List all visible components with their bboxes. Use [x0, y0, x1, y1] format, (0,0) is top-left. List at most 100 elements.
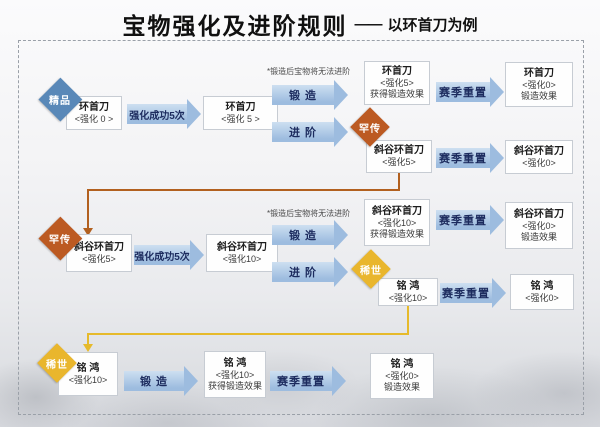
node-sub: <强化5> — [380, 78, 414, 88]
node-title: 铭 鸿 — [223, 357, 247, 369]
title-subtitle: 以环首刀为例 — [387, 16, 478, 34]
node-sub: <强化 0 > — [74, 113, 114, 124]
forge-note-row2: *锻造后宝物将无法进阶 — [267, 209, 351, 218]
node-sub: <强化0> — [385, 371, 419, 381]
arrow-forge-row2: 锻 造 — [272, 220, 348, 250]
node-title: 铭 鸿 — [530, 280, 554, 292]
node-r3-forged-reset: 铭 鸿 <强化0> 锻造效果 — [370, 353, 434, 399]
title-main: 宝物强化及进阶规则 — [122, 13, 348, 39]
arrow-advance-row1: 进 阶 — [272, 117, 348, 147]
tier-badge-epic-row3: 稀世 — [37, 343, 77, 383]
node-title: 环首刀 — [382, 66, 412, 77]
node-sub: <强化0> — [522, 79, 556, 90]
arrow-advance-row2: 进 阶 — [272, 257, 348, 287]
tier-badge-fine-row1: 精品 — [38, 77, 82, 121]
arrow-label: 赛季重置 — [270, 371, 332, 391]
node-r2-forged: 斜谷环首刀 <强化10> 获得锻造效果 — [364, 199, 430, 246]
arrowhead-icon — [190, 240, 204, 270]
arrow-forge-row1: 锻 造 — [272, 80, 348, 110]
arrow-season-reset-row1-advance: 赛季重置 — [436, 143, 504, 173]
node-title: 斜谷环首刀 — [372, 205, 422, 217]
node-title: 环首刀 — [524, 67, 554, 79]
node-sub: <强化10> — [222, 253, 262, 264]
arrow-label: 进 阶 — [272, 262, 334, 282]
node-sub: <强化 5 > — [221, 113, 260, 124]
node-title: 斜谷环首刀 — [514, 208, 564, 220]
arrow-enhance-row2: 强化成功5次 — [134, 240, 204, 270]
node-sub: <强化10> — [68, 374, 108, 385]
arrow-label: 锻 造 — [272, 85, 334, 105]
node-sub: <强化10> — [377, 217, 417, 228]
node-r1-advanced-reset: 斜谷环首刀 <强化0> — [505, 140, 573, 174]
node-sub2: 锻造效果 — [383, 382, 420, 392]
arrowhead-icon — [334, 257, 348, 287]
node-sub: <强化10> — [388, 292, 428, 303]
arrowhead-icon — [187, 99, 201, 129]
node-title: 斜谷环首刀 — [217, 241, 267, 253]
node-title: 铭 鸿 — [76, 362, 100, 374]
node-sub: <强化0> — [525, 292, 559, 303]
node-sub2: 锻造效果 — [520, 231, 557, 242]
arrow-label: 锻 造 — [124, 371, 184, 391]
forge-note-row1: *锻造后宝物将无法进阶 — [267, 67, 351, 76]
arrow-label: 强化成功5次 — [134, 245, 190, 265]
tier-badge-epic-row2: 稀世 — [351, 249, 391, 289]
node-sub: <强化0> — [522, 157, 556, 168]
node-sub2: 获得锻造效果 — [369, 89, 424, 99]
tier-badge-label: 罕传 — [359, 123, 381, 135]
node-sub: <强化5> — [382, 157, 416, 167]
arrow-enhance-row1: 强化成功5次 — [127, 99, 201, 129]
node-title: 铭 鸿 — [396, 280, 420, 292]
arrowhead-icon — [490, 205, 504, 235]
arrow-label: 赛季重置 — [436, 82, 490, 102]
node-sub: <强化5> — [82, 253, 116, 264]
node-r3-forged: 铭 鸿 <强化10> 获得锻造效果 — [204, 351, 266, 398]
arrow-label: 进 阶 — [272, 122, 334, 142]
arrowhead-icon — [490, 77, 504, 107]
node-title: 斜谷环首刀 — [374, 145, 424, 156]
arrow-label: 锻 造 — [272, 225, 334, 245]
arrow-forge-row3: 锻 造 — [124, 366, 198, 396]
node-r1-forged: 环首刀 <强化5> 获得锻造效果 — [364, 61, 430, 105]
tier-badge-label: 稀世 — [46, 359, 68, 371]
arrow-season-reset-row3: 赛季重置 — [270, 366, 346, 396]
node-r1-enhanced: 环首刀 <强化 5 > — [203, 96, 278, 130]
tier-badge-label: 罕传 — [49, 234, 71, 246]
tier-badge-rare-row2: 罕传 — [38, 216, 82, 260]
node-title: 斜谷环首刀 — [514, 145, 564, 157]
arrowhead-icon — [334, 117, 348, 147]
node-r2-enhanced: 斜谷环首刀 <强化10> — [206, 234, 278, 272]
arrowhead-icon — [332, 366, 346, 396]
tier-badge-label: 精品 — [49, 95, 71, 107]
node-sub2: 获得锻造效果 — [207, 380, 262, 391]
arrowhead-icon — [492, 278, 506, 308]
node-sub: <强化10> — [215, 369, 255, 380]
node-r1-forged-reset: 环首刀 <强化0> 锻造效果 — [505, 62, 573, 107]
node-r2-advanced-reset: 铭 鸿 <强化0> — [510, 274, 574, 310]
title-dash: —— — [354, 15, 382, 33]
node-sub2: 获得锻造效果 — [369, 228, 424, 239]
arrow-label: 赛季重置 — [440, 283, 492, 303]
node-r2-advanced: 铭 鸿 <强化10> — [378, 278, 438, 306]
arrowhead-icon — [334, 80, 348, 110]
arrow-season-reset-row2-advance: 赛季重置 — [440, 278, 506, 308]
arrow-label: 赛季重置 — [436, 210, 490, 230]
arrow-label: 强化成功5次 — [127, 104, 187, 124]
arrow-season-reset-row1-forge: 赛季重置 — [436, 77, 504, 107]
arrow-season-reset-row2-forge: 赛季重置 — [436, 205, 504, 235]
node-title: 环首刀 — [79, 101, 109, 113]
tier-badge-label: 稀世 — [360, 265, 382, 277]
node-title: 铭 鸿 — [390, 359, 414, 370]
node-sub: <强化0> — [522, 220, 556, 231]
arrowhead-icon — [334, 220, 348, 250]
arrowhead-icon — [490, 143, 504, 173]
tier-badge-rare-row1: 罕传 — [350, 107, 390, 147]
node-r1-advanced: 斜谷环首刀 <强化5> — [366, 140, 432, 173]
node-title: 斜谷环首刀 — [74, 241, 124, 253]
node-r2-forged-reset: 斜谷环首刀 <强化0> 锻造效果 — [505, 202, 573, 249]
page-title: 宝物强化及进阶规则 —— 以环首刀为例 — [0, 7, 600, 41]
arrowhead-icon — [184, 366, 198, 396]
arrow-label: 赛季重置 — [436, 148, 490, 168]
node-title: 环首刀 — [225, 101, 256, 113]
